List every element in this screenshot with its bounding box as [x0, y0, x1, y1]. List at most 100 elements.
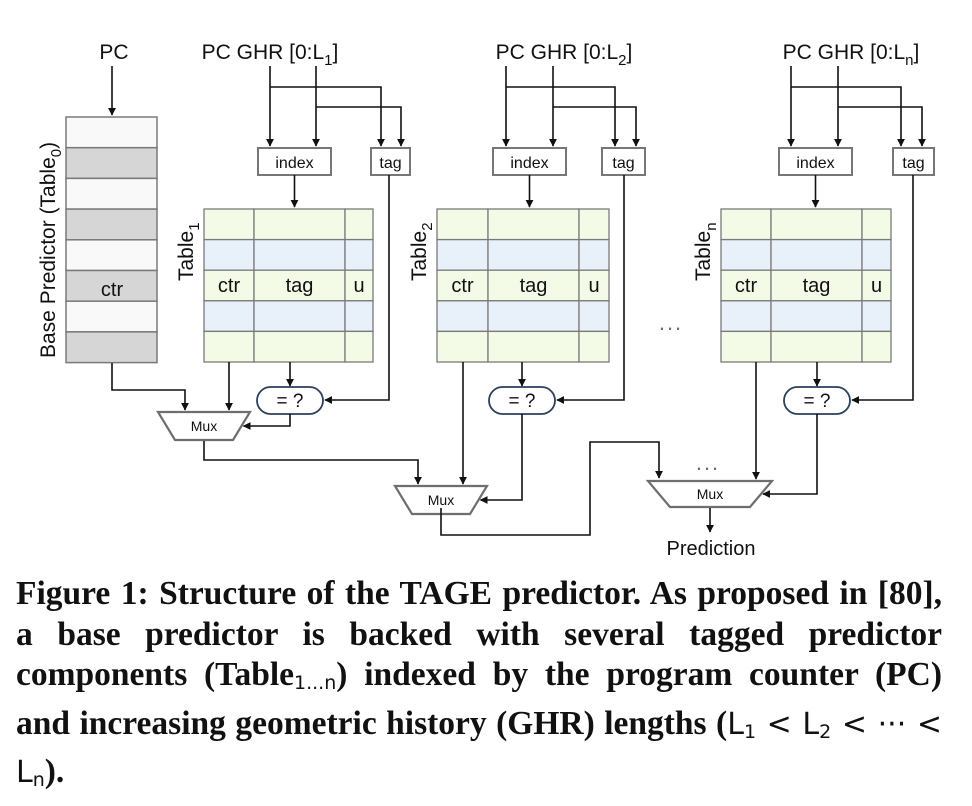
table-cell — [720, 238, 772, 271]
table-column-label-u: u — [871, 275, 882, 297]
table-output-wiring — [752, 175, 914, 498]
table-column-label-ctr: ctr — [735, 275, 758, 297]
mux-label: Mux — [697, 486, 723, 502]
table-cell — [770, 208, 863, 241]
base-predictor: PC ctr Base Predictor (Table0) — [37, 41, 158, 364]
table-cell — [203, 208, 255, 241]
table-cell — [578, 208, 610, 241]
table-cell — [436, 300, 489, 333]
table-cell — [861, 238, 892, 271]
index-label: index — [275, 155, 313, 172]
index-hash-box — [778, 147, 853, 176]
table-cell — [344, 269, 374, 302]
table-cell — [861, 269, 892, 302]
tag-hash-label: tag — [902, 155, 924, 172]
table-cell — [578, 330, 610, 363]
table-column-label-ctr: ctr — [451, 275, 474, 297]
base-predictor-side-label: Base Predictor (Table0) — [37, 142, 65, 358]
table-cell — [436, 330, 489, 363]
table-cell — [344, 330, 374, 363]
mux-ellipsis: ... — [696, 450, 720, 475]
base-to-mux1-wire — [111, 363, 189, 411]
tag-compare-label: = ? — [804, 391, 831, 412]
mux-label: Mux — [191, 418, 217, 434]
tag-hash-box — [370, 147, 411, 176]
table-column-label-ctr: ctr — [218, 275, 241, 297]
base-predictor-row — [65, 177, 158, 210]
table-output-wiring — [225, 175, 390, 430]
table-cell — [487, 300, 580, 333]
figure-caption: Figure 1: Structure of the TAGE predicto… — [16, 574, 942, 801]
index-hash-box — [257, 147, 332, 176]
tag-hash-label: tag — [379, 155, 401, 172]
mux-wiring — [111, 363, 714, 536]
table-column-label-u: u — [353, 275, 364, 297]
table-cell — [720, 330, 772, 363]
table-column-label-tag: tag — [286, 275, 314, 297]
tag-hash-box — [892, 147, 935, 176]
mux — [393, 484, 489, 516]
table-cell — [861, 208, 892, 241]
table-cell — [344, 238, 374, 271]
caption-mid: ) indexed by the program counter (PC) an… — [16, 656, 942, 742]
base-predictor-row — [65, 331, 158, 364]
input-wiring — [787, 66, 926, 147]
tag-hash-label: tag — [612, 155, 634, 172]
index-label: index — [510, 155, 548, 172]
table-input-label: PC GHR [0:L2] — [496, 41, 633, 69]
tag-compare-label: = ? — [277, 391, 304, 412]
table-n: PC GHR [0:Ln] index tag ctr tag u Tablen = ? Mux — [645, 41, 935, 509]
table-cell — [203, 330, 255, 363]
base-pc-label: PC — [99, 41, 128, 64]
tag-compare-label: = ? — [509, 391, 536, 412]
table-grid: ctr tag u — [203, 208, 374, 363]
table-cell — [253, 208, 346, 241]
table-grid: ctr tag u — [436, 208, 610, 363]
table-cell — [861, 300, 892, 333]
base-ctr-label: ctr — [101, 279, 124, 301]
input-wiring — [502, 66, 640, 147]
base-predictor-row — [65, 208, 158, 241]
table-side-label: Tablen — [692, 222, 720, 281]
table-cell — [344, 208, 374, 241]
base-predictor-row — [65, 239, 158, 272]
table-output-wiring — [459, 175, 625, 504]
caption-tables-sub: 1...n — [294, 672, 337, 694]
table-cell — [203, 300, 255, 333]
table-column-label-u: u — [588, 275, 599, 297]
base-predictor-row — [65, 300, 158, 333]
table-cell — [436, 238, 489, 271]
table-cell — [253, 330, 346, 363]
table-input-label: PC GHR [0:L1] — [202, 41, 339, 69]
mux2-to-mux3-wire — [440, 441, 663, 536]
mux — [156, 410, 252, 442]
mux-label: Mux — [428, 492, 454, 508]
table-cell — [487, 238, 580, 271]
table-cell — [436, 208, 489, 241]
table-cell — [770, 238, 863, 271]
base-predictor-table — [65, 116, 158, 364]
tage-diagram: PC ctr Base Predictor (Table0) PC GHR [0… — [37, 41, 935, 560]
base-predictor-row — [65, 116, 158, 149]
table-cell — [861, 330, 892, 363]
input-wiring — [266, 66, 405, 147]
tables-ellipsis: ... — [659, 310, 683, 335]
table-cell — [344, 300, 374, 333]
table-cell — [770, 300, 863, 333]
table-cell — [487, 330, 580, 363]
table-column-label-tag: tag — [520, 275, 548, 297]
prediction-label: Prediction — [667, 538, 756, 560]
table-column-label-tag: tag — [803, 275, 831, 297]
table-cell — [203, 238, 255, 271]
mux1-to-mux2-wire — [203, 441, 422, 485]
caption-lead: Figure 1: Structure of the TAGE predicto… — [16, 575, 942, 693]
caption-end: ). — [44, 753, 65, 790]
table-cell — [487, 208, 580, 241]
index-label: index — [796, 155, 834, 172]
caption-history-lengths: L1 < L2 < ··· < Ln — [16, 706, 942, 792]
table-cell — [578, 238, 610, 271]
table-input-label: PC GHR [0:Ln] — [783, 41, 920, 69]
